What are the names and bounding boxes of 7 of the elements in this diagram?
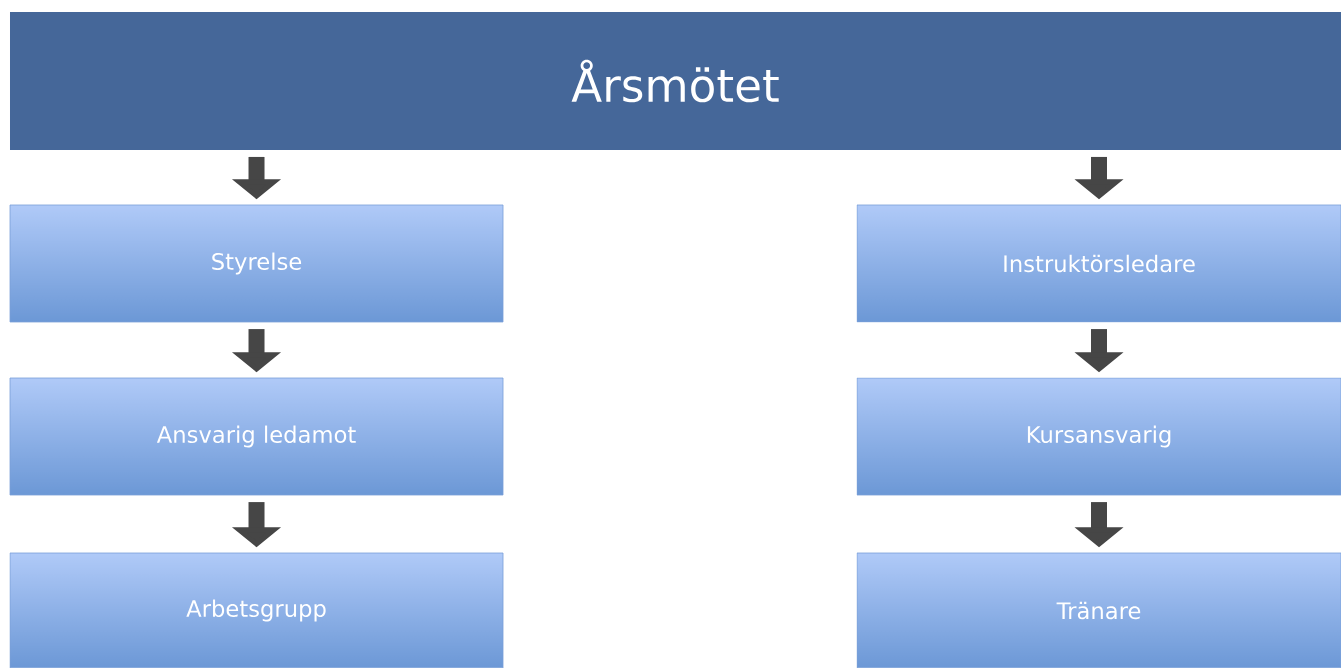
title-banner: Årsmötet xyxy=(10,12,1341,150)
process-box: Kursansvarig xyxy=(856,377,1341,496)
process-box: Tränare xyxy=(856,552,1341,668)
process-box: Ansvarig ledamot xyxy=(9,377,504,496)
process-box: Styrelse xyxy=(9,204,504,323)
process-box: Arbetsgrupp xyxy=(9,552,504,668)
process-box: Instruktörsledare xyxy=(856,204,1341,323)
